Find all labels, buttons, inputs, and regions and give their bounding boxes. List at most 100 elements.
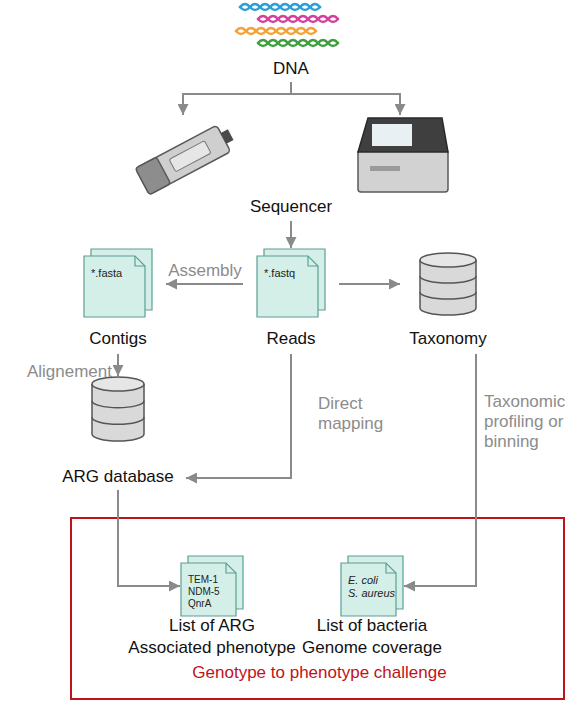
node-caption: List of ARG [102, 615, 322, 637]
caption-block: Contigs [70, 328, 166, 350]
cylinder-band [92, 417, 144, 424]
file-content: TEM-1NDM-5QnrA [188, 574, 220, 610]
edge-label: Assembly [165, 261, 245, 281]
database-icon: ARG database [50, 376, 186, 490]
caption-block: List of ARGAssociated phenotype [102, 615, 322, 659]
page-fold [226, 563, 236, 573]
file-text: *.fastq [264, 267, 295, 280]
cylinder-body [420, 260, 476, 315]
edge-label: Alignement [0, 362, 112, 382]
page-fold [308, 256, 318, 266]
node-caption: Genome coverage [262, 637, 482, 659]
device-body [135, 125, 230, 195]
caption-block: Sequencer [191, 196, 391, 218]
benchtop-sequencer [358, 118, 448, 192]
node-caption: DNA [232, 58, 350, 80]
database-icon: Taxonomy [400, 248, 496, 354]
cylinder-band [420, 276, 476, 283]
node-caption: Associated phenotype [102, 637, 322, 659]
file-text: S. aureus [348, 587, 395, 600]
caption-block: Reads [243, 328, 339, 350]
connector-group [339, 284, 400, 285]
front-page [181, 563, 236, 616]
icon-frame [419, 252, 477, 316]
sequencer-screen [372, 124, 412, 146]
nanopore-device [135, 121, 237, 194]
connector-arrow [183, 82, 291, 115]
sequencer-top [358, 118, 448, 152]
dna-strand [258, 16, 338, 22]
file-text: QnrA [188, 598, 220, 610]
challenge-box: Genotype to phenotype challenge TEM-1NDM-… [70, 517, 565, 700]
connector-group [183, 82, 400, 115]
caption-block: ARG database [50, 466, 186, 488]
edge-label: Direct mapping [318, 394, 408, 434]
result-file-icon: E. coliS. aureusList of bacteriaGenome c… [340, 555, 404, 617]
dna-strand [258, 16, 338, 22]
device-plug [221, 129, 234, 143]
file-icon: *.fastqReads [243, 248, 339, 354]
node-caption: Reads [243, 328, 339, 350]
front-page [257, 256, 318, 317]
file-text: NDM-5 [188, 586, 220, 598]
connector-arrow [118, 490, 180, 586]
device-front [135, 157, 170, 195]
dna-strand [240, 4, 320, 10]
caption-block: Taxonomy [400, 328, 496, 350]
sequencer-slot [370, 166, 400, 171]
connector-group [291, 221, 292, 248]
cylinder-band [420, 292, 476, 299]
database-outline [91, 376, 145, 442]
connector-group [404, 354, 476, 586]
device-slot [169, 141, 211, 172]
cylinder-top [420, 253, 476, 267]
node-caption: List of bacteria [262, 615, 482, 637]
file-outline [83, 248, 153, 318]
connector-arrow [186, 354, 291, 478]
database-outline [419, 252, 477, 316]
file-content: *.fastq [264, 267, 295, 280]
icon-frame [91, 376, 145, 442]
file-content: *.fasta [91, 267, 122, 280]
connector-arrow [404, 354, 476, 586]
edge-label: Taxonomic profiling or binning [484, 392, 580, 452]
connector-arrow [117, 354, 119, 376]
connector-arrow [291, 82, 400, 115]
dna-strand [258, 40, 338, 46]
page-fold [386, 563, 396, 573]
icon-frame: E. coliS. aureus [340, 555, 404, 617]
node-caption: Contigs [70, 328, 166, 350]
front-page [84, 256, 145, 317]
cylinder-body [92, 384, 144, 441]
sequencer-base [358, 150, 448, 192]
node-caption: Sequencer [191, 196, 391, 218]
dna-strand [240, 4, 320, 10]
caption-block: DNA [232, 58, 350, 80]
icon-frame: *.fasta [83, 248, 153, 318]
dna-strand [236, 28, 316, 34]
dna-illustration [236, 4, 338, 46]
file-icon: *.fastaContigs [70, 248, 166, 354]
file-content: E. coliS. aureus [348, 574, 395, 600]
result-file-icon: TEM-1NDM-5QnrAList of ARGAssociated phen… [180, 555, 244, 617]
connector-group [186, 354, 291, 478]
icon-frame: *.fastq [256, 248, 326, 318]
cylinder-band [92, 401, 144, 408]
connector-group [118, 354, 119, 376]
node-caption: ARG database [50, 466, 186, 488]
node-caption: Genotype to phenotype challenge [110, 662, 530, 684]
dna-strand [236, 28, 316, 34]
front-page [341, 563, 396, 616]
file-outline [256, 248, 326, 318]
connector-arrow [166, 283, 243, 285]
file-text: *.fasta [91, 267, 122, 280]
connector-group [166, 284, 243, 285]
connector-arrow [339, 283, 400, 285]
caption-block: List of bacteriaGenome coverage [262, 615, 482, 659]
sequencer-group: Sequencer [130, 115, 452, 221]
